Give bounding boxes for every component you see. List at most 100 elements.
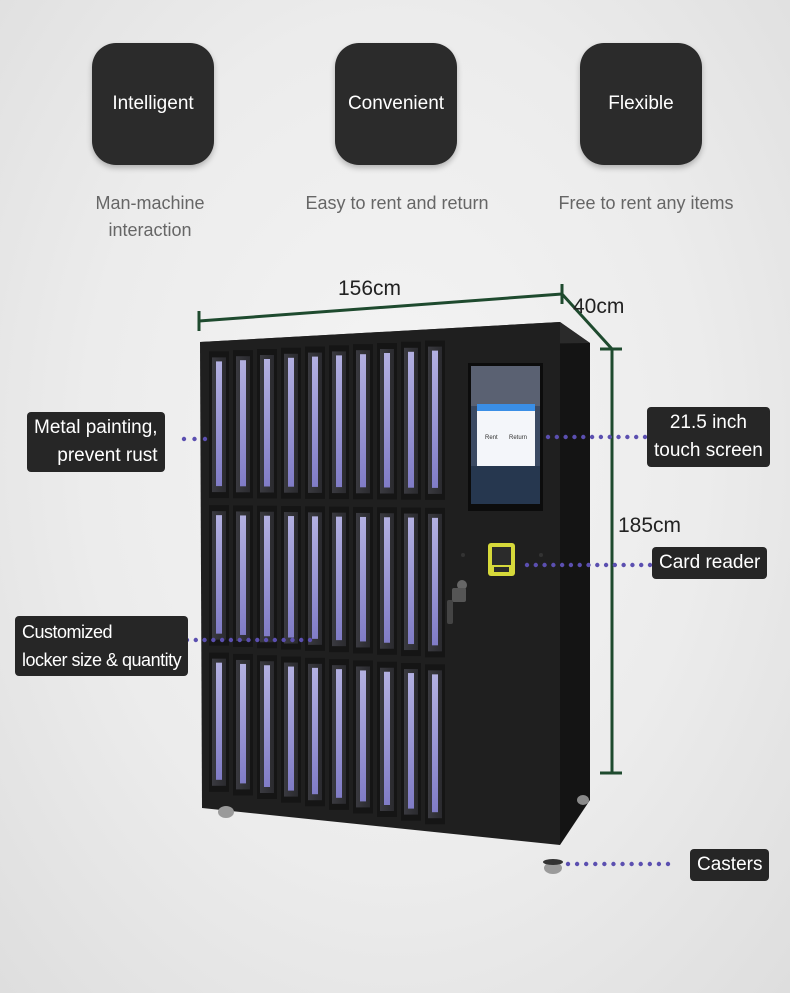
leader-dot [616, 434, 621, 440]
leader-dot [638, 861, 643, 867]
leader-dot [202, 436, 208, 442]
leader-dot [589, 434, 595, 440]
locker-led-strip [312, 667, 318, 795]
leader-dot [611, 861, 616, 867]
feature-intelligent-title: Intelligent [112, 93, 194, 114]
locker-led-strip [264, 665, 270, 787]
height-dimension-label: 185cm [618, 514, 682, 537]
screen-return-text: Return [509, 435, 527, 441]
leader-dot [598, 434, 604, 440]
locker-led-strip [432, 517, 438, 646]
leader-dot [554, 434, 560, 440]
leader-dot [607, 434, 612, 440]
leader-dot [625, 434, 630, 440]
leader-dot [202, 637, 207, 643]
leader-dot [246, 637, 251, 643]
leader-dot [630, 562, 635, 568]
leader-dot [545, 434, 551, 440]
leader-dot [192, 436, 197, 442]
leader-dot [237, 637, 242, 643]
feature-convenient-title: Convenient [347, 93, 445, 114]
leader-dot [647, 562, 653, 568]
touch-screen: Rent Return [468, 363, 543, 511]
leader-dot [255, 637, 260, 643]
leader-dot [563, 434, 568, 440]
leader-dot [290, 637, 295, 643]
leader-dot [565, 861, 571, 867]
card-reader-label: Card reader [652, 547, 768, 579]
locker-led-strip [384, 671, 390, 805]
leader-dot [642, 434, 648, 440]
leader-dot [586, 562, 591, 568]
screen-rent-text: Rent [485, 435, 498, 441]
height-dimension-line [600, 347, 622, 775]
leader-dot [620, 861, 625, 867]
locker-led-strip [360, 670, 366, 802]
locker-led-strip [264, 359, 270, 487]
locker-led-strip [240, 663, 246, 784]
leader-dot [595, 562, 600, 568]
metal-painting-label: Metal painting, prevent rust [27, 412, 165, 472]
leader-dot [656, 861, 662, 867]
locker-led-strip [432, 674, 438, 813]
locker-led-strip [288, 357, 294, 487]
locker-led-strip [336, 669, 342, 798]
leader-dot [533, 562, 538, 568]
locker-led-strip [312, 516, 318, 639]
cabinet-side [560, 322, 590, 845]
leader-dot [228, 637, 234, 643]
customized-locker-label: Customized locker size & quantity [15, 616, 189, 676]
leader-dot [524, 562, 530, 568]
locker-led-strip [360, 354, 366, 488]
locker-led-strip [336, 355, 342, 488]
callout-leader-dots [181, 434, 671, 867]
locker-led-strip [216, 361, 222, 487]
locker-led-strip [384, 517, 390, 643]
leader-dot [181, 436, 187, 442]
locker-led-strip [408, 673, 414, 809]
feature-convenient-desc: Easy to rent and return [305, 193, 489, 213]
leader-dot [581, 434, 586, 440]
leader-dot [621, 562, 626, 568]
feature-intelligent-tile: Intelligent [92, 43, 214, 165]
leader-dot [263, 637, 269, 643]
feature-intelligent-desc: Man-machine interaction [95, 193, 205, 240]
leader-dot [307, 637, 313, 643]
locker-led-strip [384, 353, 390, 488]
locker-led-strip [432, 350, 438, 488]
feature-flexible-desc: Free to rent any items [558, 193, 734, 213]
width-dimension-line [197, 284, 614, 351]
leader-dot [633, 434, 639, 440]
locker-led-strip [408, 517, 414, 645]
locker-led-strip [360, 516, 366, 642]
leader-dot [639, 562, 644, 568]
feature-flexible-title: Flexible [608, 93, 674, 114]
leader-dot [193, 637, 198, 643]
touch-screen-label: 21.5 inch touch screen [647, 407, 770, 467]
feature-convenient-tile: Convenient [335, 43, 457, 165]
locker-led-strip [264, 515, 270, 637]
locker-led-strip [216, 515, 222, 634]
locker-led-strip [240, 360, 246, 487]
locker-door-grid [209, 340, 445, 825]
casters-label: Casters [690, 849, 770, 881]
locker-led-strip [312, 356, 318, 487]
leader-dot [219, 637, 225, 643]
leader-dot [647, 861, 653, 867]
leader-dot [583, 861, 589, 867]
locker-led-strip [240, 515, 246, 635]
leader-dot [281, 637, 286, 643]
leader-dot [551, 562, 556, 568]
leader-dot [211, 637, 216, 643]
leader-dot [577, 562, 582, 568]
leader-dot [299, 637, 304, 643]
leader-dot [574, 861, 580, 867]
locker-led-strip [288, 516, 294, 638]
width-dimension-label: 156cm [338, 277, 402, 300]
locker-led-strip [288, 666, 294, 791]
leader-dot [559, 562, 565, 568]
locker-led-strip [408, 351, 414, 488]
leader-dot [542, 562, 547, 568]
depth-dimension-label: 40cm [573, 295, 625, 318]
